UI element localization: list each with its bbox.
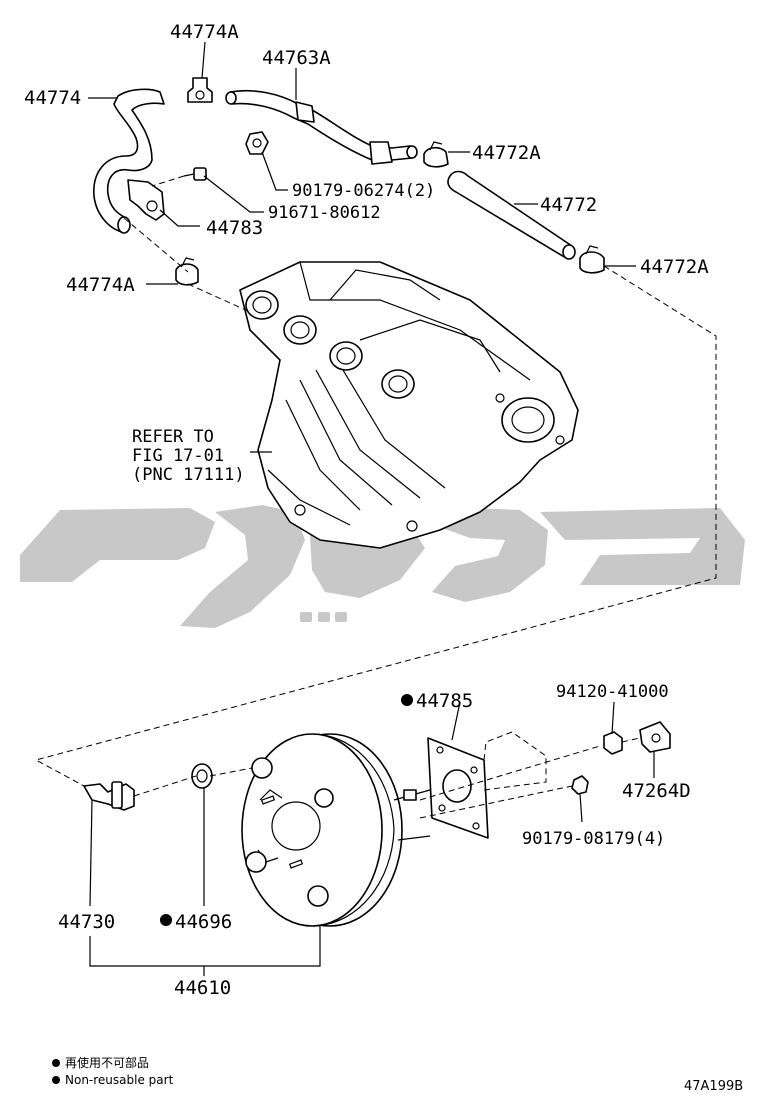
- clip-44772A-lower: [579, 245, 605, 274]
- label-44772A-lower: 44772A: [640, 256, 709, 278]
- label-90179-08179: 90179-08179(4): [522, 829, 665, 849]
- label-44772: 44772: [540, 194, 597, 216]
- bolt-91671-80612: [183, 167, 207, 181]
- refer-text-line-3: (PNC 17111): [132, 465, 245, 485]
- label-44763A: 44763A: [262, 47, 331, 69]
- grommet-44696: [191, 763, 213, 789]
- pipe-44763A: [225, 89, 418, 165]
- legend-marker-jp: [52, 1059, 60, 1067]
- non-reusable-marker-44785: [401, 694, 413, 706]
- label-44730: 44730: [58, 911, 115, 933]
- label-94120-41000: 94120-41000: [556, 682, 669, 702]
- nut-90179-08179: [571, 775, 589, 795]
- gasket-44785: [427, 737, 489, 839]
- bracket-44783: [127, 179, 165, 221]
- grommet-90179-06274: [245, 131, 269, 155]
- non-reusable-marker-44696: [160, 914, 172, 926]
- label-47264D: 47264D: [622, 780, 691, 802]
- dashed-routing-lines: [34, 175, 717, 819]
- intake-manifold: [239, 261, 579, 549]
- legend-text-en: Non-reusable part: [65, 1073, 174, 1087]
- mount-outline: [483, 731, 547, 791]
- label-44774: 44774: [24, 87, 81, 109]
- label-44696: 44696: [175, 911, 232, 933]
- nut-94120-41000: [603, 731, 623, 755]
- clip-44774A-lower: [175, 257, 199, 286]
- brake-booster: [241, 733, 431, 927]
- leader-lines: [88, 41, 655, 976]
- label-44783: 44783: [206, 217, 263, 239]
- label-44610: 44610: [174, 977, 231, 999]
- bracket-47264D: [639, 721, 671, 753]
- legend: 再使用不可部品 Non-reusable part: [52, 1055, 174, 1087]
- label-44774A-top: 44774A: [170, 21, 239, 43]
- label-91671-80612: 91671-80612: [268, 203, 381, 223]
- legend-marker-en: [52, 1076, 60, 1084]
- diagram-code: 47A199B: [684, 1079, 743, 1094]
- refer-text-line-2: FIG 17-01: [132, 446, 224, 466]
- refer-text-line-1: REFER TO: [132, 427, 214, 447]
- check-valve-44730: [83, 781, 135, 811]
- label-44774A-lower: 44774A: [66, 274, 135, 296]
- hose-44772: [447, 170, 576, 260]
- clip-44774A-top: [187, 77, 213, 103]
- label-44785: 44785: [416, 690, 473, 712]
- label-90179-06274: 90179-06274(2): [292, 181, 435, 201]
- label-44772A-upper: 44772A: [472, 142, 541, 164]
- legend-text-jp: 再使用不可部品: [65, 1055, 149, 1070]
- clip-44772A-upper: [423, 141, 449, 168]
